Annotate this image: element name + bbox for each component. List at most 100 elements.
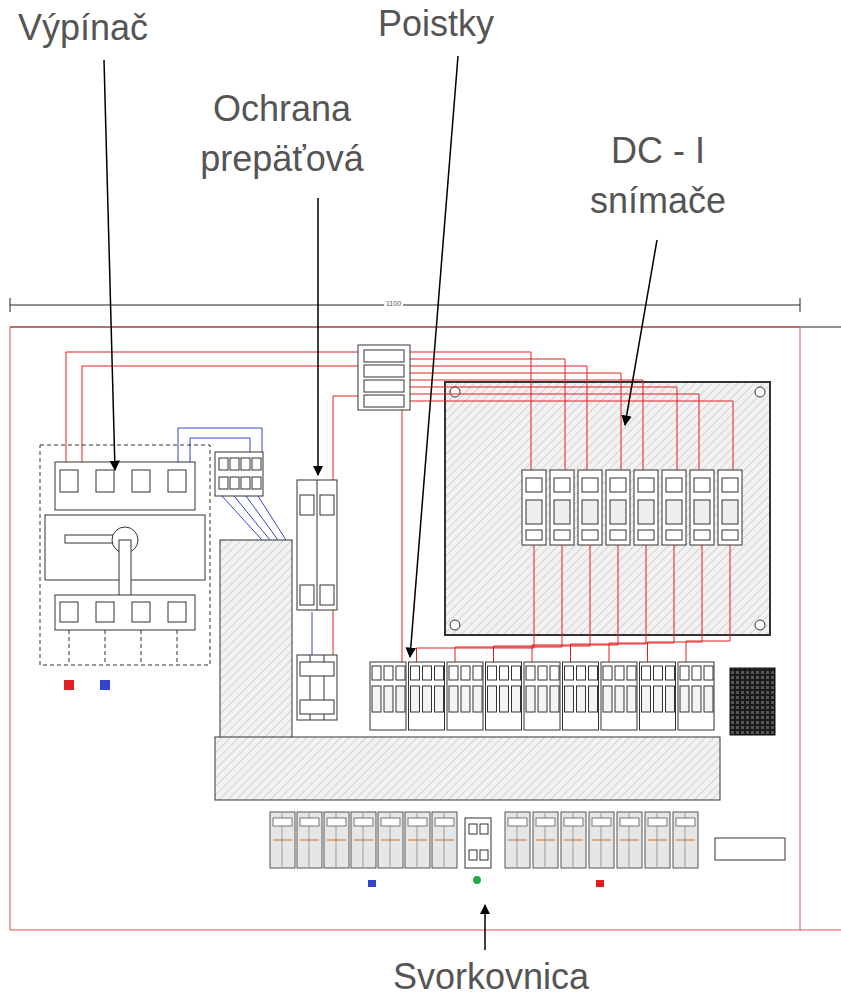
fuse-holder: [538, 666, 547, 680]
current-sensor: [638, 478, 654, 492]
sensor-panel: [755, 387, 765, 397]
fuse-holder: [411, 666, 420, 680]
fuse-holder: [423, 666, 432, 680]
terminal-strip: [480, 850, 488, 860]
terminal-strip: [408, 840, 427, 841]
leader-line: [317, 198, 319, 475]
current-sensor: [694, 478, 710, 492]
terminal-strip-marks: [368, 838, 785, 887]
main-switch: [69, 630, 70, 665]
red-wire: [686, 545, 730, 662]
cabinet-outline: [10, 298, 11, 312]
red-wire: [333, 610, 334, 655]
surge-protector: [297, 480, 337, 610]
fuse-holder: [449, 666, 458, 680]
fuse-holder: [461, 666, 470, 680]
surge-protector: [300, 700, 334, 714]
terminal-strip: [617, 812, 642, 868]
surge-protector: [300, 585, 314, 605]
terminal-strip: [300, 818, 319, 826]
terminal-strip: [354, 840, 373, 841]
terminal-block: [219, 477, 228, 489]
terminal-strip: [432, 812, 457, 868]
surge-protector: [320, 495, 334, 515]
main-switch: [141, 630, 142, 665]
surge-protector: [317, 480, 318, 610]
main-switch: [60, 602, 78, 622]
terminal-strip: [297, 812, 322, 868]
current-sensor: [582, 530, 598, 540]
surge-protector: [297, 655, 337, 720]
fuse-holder: [538, 686, 547, 712]
surge-protector: [300, 662, 334, 676]
fuse-holder: [411, 686, 420, 712]
fuse-holder: [372, 686, 381, 712]
red-wire: [410, 387, 677, 470]
fuse-holder: [577, 686, 586, 712]
sensor-panel: [445, 382, 770, 635]
fuse-holder: [603, 686, 612, 712]
callout-label: Ochrana prepäťová: [182, 84, 382, 185]
terminal-block: [364, 395, 404, 407]
terminal-strip: [354, 818, 373, 826]
leader-line: [410, 56, 458, 657]
current-sensor: [554, 530, 570, 540]
terminal-strip: [564, 840, 583, 841]
terminal-strip: [648, 818, 667, 826]
fuse-holder: [384, 666, 393, 680]
fuse-holder: [449, 686, 458, 712]
fuse-holder: [563, 662, 599, 730]
fuse-holder: [615, 686, 624, 712]
terminal-block: [364, 350, 404, 362]
terminal-block: [241, 477, 250, 489]
current-sensor: [666, 478, 682, 492]
current-sensor: [666, 500, 682, 524]
fuse-holder: [473, 686, 482, 712]
cabinet-outline: [10, 305, 800, 306]
main-switch: [132, 602, 150, 622]
fuse-holder: [642, 666, 651, 680]
terminal-strip: [469, 850, 477, 860]
terminal-strip: [381, 840, 400, 841]
fuse-holder: [512, 686, 521, 712]
fuse-holder: [524, 662, 560, 730]
current-sensor: [554, 500, 570, 524]
terminal-strip: [508, 840, 527, 841]
blue-wire: [222, 496, 262, 540]
red-wire: [410, 359, 565, 470]
fuse-holder: [423, 686, 432, 712]
terminal-strip: [327, 840, 346, 841]
fuse-holder: [565, 666, 574, 680]
red-wire: [410, 394, 699, 470]
cabinet-outline: [800, 298, 801, 312]
terminal-strip: [378, 812, 403, 868]
fuse-holder: [654, 686, 663, 712]
terminal-strip: [381, 818, 400, 826]
fuse-holder: [642, 686, 651, 712]
terminal-block: [252, 477, 261, 489]
main-switch: [55, 595, 195, 630]
current-sensor: [662, 470, 686, 545]
terminal-strip-marks: [368, 880, 376, 887]
terminal-strip: [536, 840, 555, 841]
terminal-strip: [533, 812, 558, 868]
red-wire: [417, 545, 535, 662]
terminal-block: [364, 380, 404, 392]
fuse-holder: [666, 666, 675, 680]
main-switch: [40, 445, 210, 690]
red-wire: [66, 352, 358, 470]
sensor-panel: [755, 620, 765, 630]
fuse-holder: [512, 666, 521, 680]
terminal-strip-marks: [596, 880, 604, 887]
terminal-strip: [327, 818, 346, 826]
fuse-holder: [396, 686, 405, 712]
fuse-holder: [396, 666, 405, 680]
terminal-strip: [435, 840, 454, 841]
surge-protector: [300, 495, 314, 515]
cable-duct: [215, 737, 720, 800]
current-sensor: [582, 500, 598, 524]
current-sensor: [522, 470, 546, 545]
main-switch: [40, 445, 210, 665]
fuse-holder: [627, 686, 636, 712]
terminal-block: [252, 458, 261, 470]
